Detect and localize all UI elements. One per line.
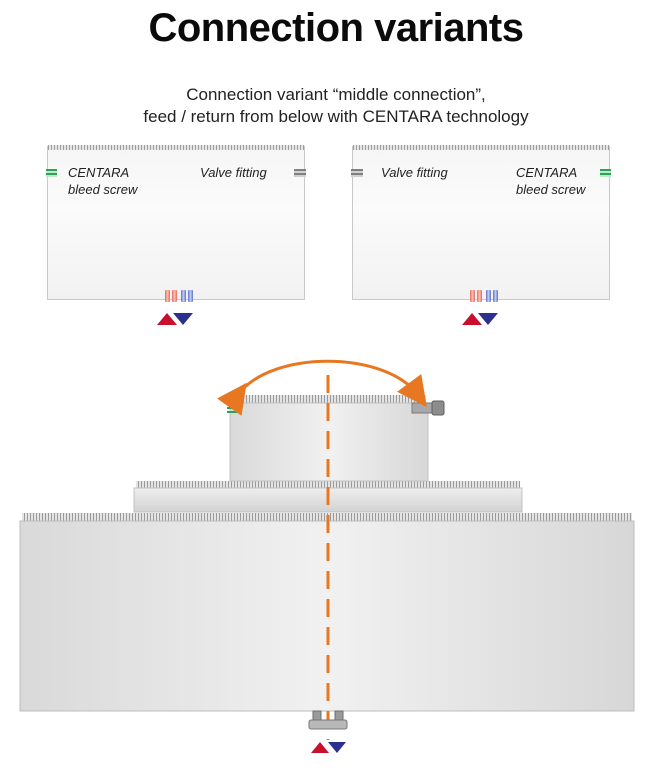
small-radiator-fins bbox=[232, 395, 426, 403]
swap-arc-icon bbox=[217, 359, 427, 416]
middle-radiator-fins bbox=[136, 481, 520, 488]
feed-pipe-icon bbox=[470, 290, 475, 302]
subtitle-line-2: feed / return from below with CENTARA te… bbox=[143, 107, 529, 126]
right-radiator: Valve fitting CENTARA bleed screw bbox=[351, 145, 611, 302]
feed-triangle-up-icon bbox=[157, 313, 177, 325]
valve-fitting-icon bbox=[411, 400, 445, 416]
return-triangle-down-icon bbox=[328, 742, 346, 753]
return-triangle-down-icon bbox=[173, 313, 193, 325]
radiator-perspective-illustration bbox=[19, 359, 635, 753]
feed-triangle-up-icon bbox=[462, 313, 482, 325]
right-bleed-label: CENTARA bleed screw bbox=[516, 164, 585, 198]
bleed-screw-icon bbox=[227, 403, 237, 413]
valve-fitting-icon bbox=[294, 169, 306, 177]
left-bleed-label: CENTARA bleed screw bbox=[68, 164, 137, 198]
left-bleed-label-line-1: CENTARA bbox=[68, 165, 130, 180]
return-pipe-icon bbox=[486, 290, 491, 302]
right-radiator-fins bbox=[353, 145, 609, 150]
feed-pipe-icon bbox=[165, 290, 170, 302]
return-pipe-icon bbox=[188, 290, 193, 302]
left-radiator-fins bbox=[48, 145, 304, 150]
page-title: Connection variants bbox=[148, 6, 524, 50]
left-valve-label: Valve fitting bbox=[200, 165, 267, 180]
valve-fitting-icon bbox=[351, 169, 363, 177]
subtitle-line-1: Connection variant “middle connection”, bbox=[186, 85, 486, 104]
right-valve-label: Valve fitting bbox=[381, 165, 448, 180]
bleed-screw-icon bbox=[600, 169, 611, 177]
right-bleed-label-line-1: CENTARA bbox=[516, 165, 578, 180]
return-pipe-icon bbox=[493, 290, 498, 302]
left-flow-arrows bbox=[157, 313, 193, 325]
feed-pipe-icon bbox=[172, 290, 177, 302]
subtitle: Connection variant “middle connection”, … bbox=[0, 84, 672, 128]
return-pipe-icon bbox=[181, 290, 186, 302]
bleed-screw-icon bbox=[46, 169, 57, 177]
left-bleed-label-line-2: bleed screw bbox=[68, 182, 138, 197]
feed-pipe-icon bbox=[477, 290, 482, 302]
return-triangle-down-icon bbox=[478, 313, 498, 325]
right-bleed-label-line-2: bleed screw bbox=[516, 182, 586, 197]
bottom-connection-fitting-icon bbox=[308, 710, 348, 730]
left-radiator: CENTARA bleed screw Valve fitting bbox=[46, 145, 306, 302]
right-flow-arrows bbox=[462, 313, 498, 325]
feed-triangle-up-icon bbox=[311, 742, 329, 753]
